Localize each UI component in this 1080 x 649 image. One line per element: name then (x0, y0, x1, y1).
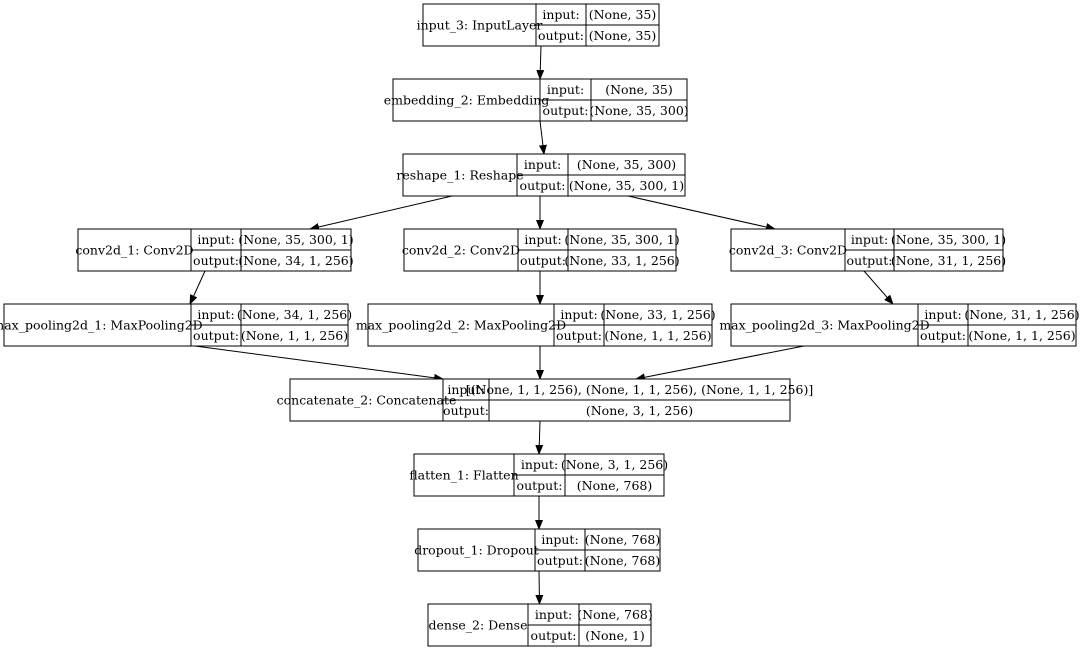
layer-name: max_pooling2d_3: MaxPooling2D (719, 318, 929, 333)
output-label: output: (556, 328, 602, 343)
input-shape: [(None, 1, 1, 256), (None, 1, 1, 256), (… (466, 382, 813, 397)
output-shape: (None, 1, 1, 256) (604, 328, 711, 343)
output-shape: (None, 1, 1, 256) (241, 328, 348, 343)
layer-node: embedding_2: Embeddinginput:output:(None… (384, 78, 689, 122)
edge-arrow (194, 345, 444, 382)
output-label: output: (517, 478, 563, 493)
input-label: input: (851, 232, 888, 247)
input-label: input: (447, 382, 484, 397)
input-shape: (None, 768) (585, 532, 660, 547)
input-shape: (None, 31, 1, 256) (964, 307, 1079, 322)
input-label: input: (541, 532, 578, 547)
output-shape: (None, 3, 1, 256) (586, 403, 693, 418)
input-shape: (None, 768) (577, 607, 652, 622)
layer-node: conv2d_2: Conv2D input: output: (None, 35, … (402, 228, 680, 272)
layer-name: conv2d_2: Conv2D (402, 243, 520, 258)
layer-name: max_pooling2d_2: MaxPooling2D (356, 318, 566, 333)
input-label: input: (547, 82, 584, 97)
layer-name: dense_2: Dense (429, 618, 528, 633)
output-label: output: (193, 328, 239, 343)
edge-arrow (536, 45, 545, 80)
output-label: output: (520, 178, 566, 193)
layer-name: conv2d_1: Conv2D (75, 243, 193, 258)
output-shape: (None, 1, 1, 256) (968, 328, 1075, 343)
input-shape: (None, 35, 300, 1) (238, 232, 353, 247)
output-shape: (None, 35, 300) (589, 103, 688, 118)
output-shape: (None, 33, 1, 256) (564, 253, 679, 268)
input-label: input: (197, 232, 234, 247)
output-label: output: (531, 628, 577, 643)
input-label: input: (524, 157, 561, 172)
output-shape: (None, 35, 300, 1) (569, 178, 684, 193)
output-shape: (None, 35) (589, 28, 657, 43)
edge-arrow (538, 120, 547, 155)
output-shape: (None, 768) (577, 478, 652, 493)
output-label: output: (538, 28, 584, 43)
input-label: input: (560, 307, 597, 322)
output-shape: (None, 1) (585, 628, 645, 643)
input-label: input: (521, 457, 558, 472)
layer-name: conv2d_3: Conv2D (729, 243, 847, 258)
layer-name: flatten_1: Flatten (409, 468, 518, 483)
input-shape: (None, 35) (589, 7, 657, 22)
input-label: input: (197, 307, 234, 322)
output-label: output: (920, 328, 966, 343)
output-label: output: (537, 553, 583, 568)
edges (189, 45, 894, 605)
layer-name: dropout_1: Dropout (414, 543, 539, 558)
input-label: input: (542, 7, 579, 22)
output-shape: (None, 34, 1, 256) (238, 253, 353, 268)
edge-arrow (863, 270, 894, 305)
layer-name: reshape_1: Reshape (396, 168, 523, 183)
layer-name: input_3: InputLayer (417, 18, 543, 33)
layer-name: max_pooling2d_1: MaxPooling2D (0, 318, 203, 333)
edge-arrow (627, 195, 776, 231)
layer-node: conv2d_3: Conv2D input: output: (None, 35, … (729, 228, 1006, 272)
layer-node: dense_2: Dense input: output:(None, 768) (N… (427, 603, 653, 647)
output-label: output: (193, 253, 239, 268)
output-shape: (None, 31, 1, 256) (891, 253, 1006, 268)
output-label: output: (520, 253, 566, 268)
input-shape: (None, 35, 300) (577, 157, 676, 172)
edge-arrow (635, 345, 805, 382)
layer-node: conv2d_1: Conv2D input: output: (None, 35, … (75, 228, 354, 272)
edge-arrow (535, 570, 544, 605)
input-label: input: (535, 607, 572, 622)
input-shape: (None, 35, 300, 1) (564, 232, 679, 247)
layer-name: embedding_2: Embedding (384, 93, 550, 108)
input-shape: (None, 35, 300, 1) (891, 232, 1006, 247)
input-shape: (None, 35) (605, 82, 673, 97)
output-shape: (None, 768) (585, 553, 660, 568)
edge-arrow (189, 270, 206, 305)
input-shape: (None, 34, 1, 256) (237, 307, 352, 322)
layer-name: concatenate_2: Concatenate (277, 393, 457, 408)
input-shape: (None, 3, 1, 256) (561, 457, 668, 472)
edge-arrow (535, 420, 544, 455)
output-label: output: (543, 103, 589, 118)
input-shape: (None, 33, 1, 256) (600, 307, 715, 322)
output-label: output: (847, 253, 893, 268)
input-label: input: (924, 307, 961, 322)
input-label: input: (524, 232, 561, 247)
edge-arrow (309, 195, 453, 231)
output-label: output: (443, 403, 489, 418)
